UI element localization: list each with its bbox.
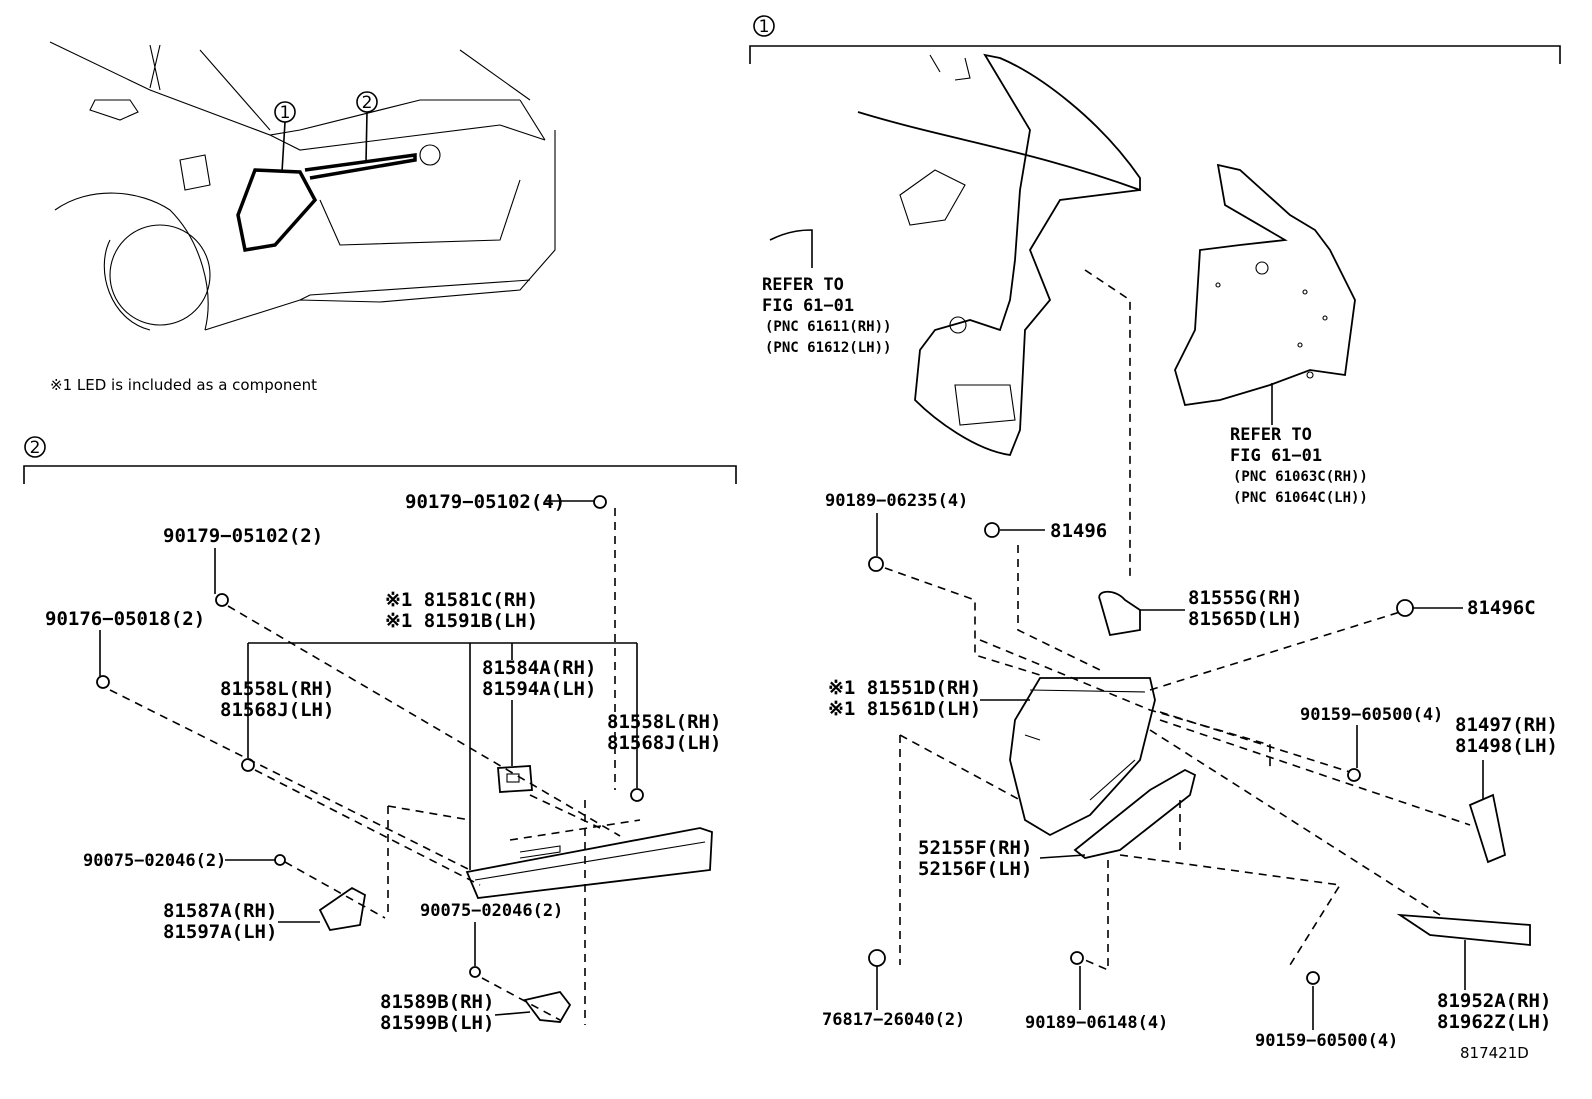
label-90159-60500-b: 90159−60500(4)	[1255, 1031, 1398, 1051]
label-81498: 81498(LH)	[1455, 735, 1558, 757]
label-90176-05018: 90176−05018(2)	[45, 608, 205, 630]
marker-1-overview: 1	[280, 103, 291, 123]
label-81496c: 81496C	[1467, 597, 1536, 619]
label-52156f: 52156F(LH)	[918, 858, 1032, 880]
garnish-81952a	[1396, 913, 1531, 946]
label-81558l-right: 81558L(RH)	[607, 711, 721, 733]
bracket-52155f	[1073, 768, 1197, 859]
clip-81496c	[1396, 599, 1414, 617]
label-90189-06148: 90189−06148(4)	[1025, 1013, 1168, 1033]
socket-wire-81555g	[1098, 590, 1141, 637]
screw-90159-a	[1347, 768, 1361, 782]
label-81581c: ※1 81581C(RH)	[385, 589, 538, 611]
rear-lamp-garnish	[465, 827, 713, 899]
label-81558l-left: 81558L(RH)	[220, 678, 334, 700]
clip-76817	[868, 949, 886, 967]
label-81587a: 81587A(RH)	[163, 900, 277, 922]
marker-2-section: 2	[30, 438, 41, 458]
label-90075-02046-a: 90075−02046(2)	[83, 851, 226, 871]
section-1: 1	[749, 15, 1561, 1051]
label-81565d: 81565D(LH)	[1188, 608, 1302, 630]
label-90189-06235: 90189−06235(4)	[825, 491, 968, 511]
clip-90179-4	[593, 495, 607, 509]
label-fig-2: FIG 61−01	[1230, 446, 1322, 466]
label-pnc-61612: (PNC 61612(LH))	[765, 340, 891, 356]
label-81594a: 81594A(LH)	[482, 678, 596, 700]
clip-90179-2	[215, 593, 229, 607]
marker-2-overview: 2	[362, 93, 373, 113]
screw-90159-b	[1306, 971, 1320, 985]
screw-90075-b	[469, 966, 481, 978]
label-81591b: ※1 81591B(LH)	[385, 610, 538, 632]
label-81589b: 81589B(RH)	[380, 991, 494, 1013]
label-81561d: ※1 81561D(LH)	[828, 698, 981, 720]
diagram-id: 817421D	[1460, 1044, 1529, 1062]
bracket-81587a	[318, 886, 366, 931]
label-90179-05102-4: 90179−05102(4)	[405, 491, 565, 513]
bracket-81584a	[497, 765, 533, 793]
label-81497: 81497(RH)	[1455, 714, 1558, 736]
clip-81496	[984, 522, 1000, 538]
label-81952a: 81952A(RH)	[1437, 990, 1551, 1012]
screw-90189-06148	[1070, 951, 1084, 965]
clip-81558l-right	[630, 788, 644, 802]
quarter-panel	[857, 53, 1141, 456]
bracket-81589b	[523, 990, 572, 1023]
label-pnc-61611: (PNC 61611(RH))	[765, 319, 891, 335]
label-81599b: 81599B(LH)	[380, 1012, 494, 1034]
vehicle-overview: 1 2	[49, 41, 556, 331]
label-81584a: 81584A(RH)	[482, 657, 596, 679]
inner-panel	[1174, 163, 1356, 407]
clip-90176	[96, 675, 110, 689]
label-pnc-61063c: (PNC 61063C(RH))	[1233, 469, 1368, 485]
label-90159-60500-a: 90159−60500(4)	[1300, 705, 1443, 725]
label-90075-02046-b: 90075−02046(2)	[420, 901, 563, 921]
label-90179-05102-2: 90179−05102(2)	[163, 525, 323, 547]
led-note: ※1 LED is included as a component	[50, 376, 317, 394]
label-76817-26040: 76817−26040(2)	[822, 1010, 965, 1030]
label-81568j-left: 81568J(LH)	[220, 699, 334, 721]
label-81568j-right: 81568J(LH)	[607, 732, 721, 754]
screw-90075-a	[274, 854, 286, 866]
label-refer-1: REFER TO	[762, 275, 844, 295]
label-fig-1: FIG 61−01	[762, 296, 854, 316]
label-52155f: 52155F(RH)	[918, 837, 1032, 859]
label-81496: 81496	[1050, 520, 1107, 542]
label-81551d: ※1 81551D(RH)	[828, 677, 981, 699]
section-2: 2 9017	[23, 436, 737, 1034]
label-pnc-61064c: (PNC 61064C(LH))	[1233, 490, 1368, 506]
label-refer-2: REFER TO	[1230, 425, 1312, 445]
marker-1-section: 1	[759, 17, 770, 37]
cover-81497	[1468, 793, 1507, 864]
label-81555g: 81555G(RH)	[1188, 587, 1302, 609]
clip-90189-06235	[868, 556, 884, 572]
label-81597a: 81597A(LH)	[163, 921, 277, 943]
label-81962z: 81962Z(LH)	[1437, 1011, 1551, 1033]
